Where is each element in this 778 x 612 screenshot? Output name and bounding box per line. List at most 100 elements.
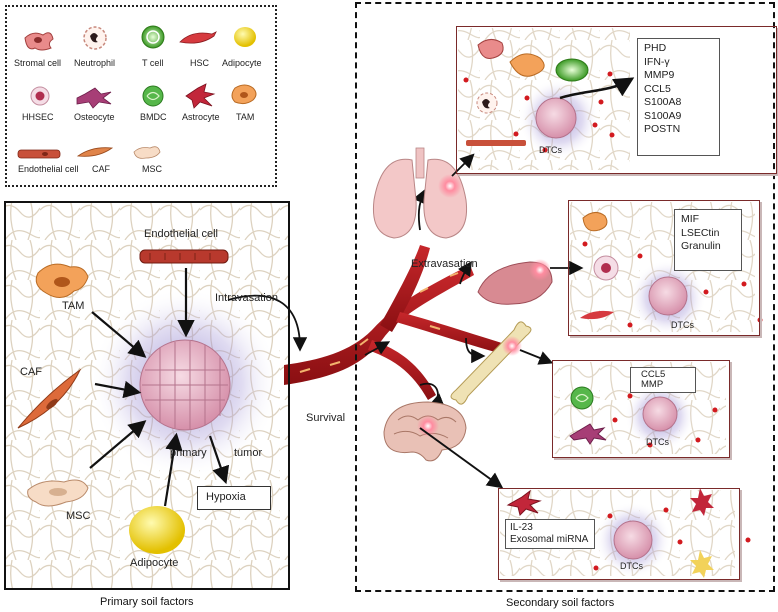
- msc-graphic: [27, 479, 89, 507]
- liver-factor: MIF: [681, 213, 700, 225]
- tam-icon: [231, 84, 257, 105]
- adipocyte-graphic: [129, 506, 185, 554]
- label-endothelial-cell: Endothelial cell: [144, 228, 218, 240]
- lung-factor-list: PHD IFN-γ MMP9 CCL5 S100A8 S100A9 POSTN: [637, 38, 720, 156]
- legend-label-hsc: HSC: [190, 58, 210, 68]
- brain-to-panel-arrow: [419, 427, 504, 489]
- liver-factor: LSECtin: [681, 226, 720, 239]
- label-adipocyte: Adipocyte: [130, 557, 179, 569]
- bone-dtc-cluster: [642, 396, 678, 432]
- legend-label-hhsec: HHSEC: [22, 112, 54, 122]
- legend-label-bmdc: BMDC: [140, 112, 167, 122]
- hhsec-icon: [30, 86, 50, 106]
- label-intravasation: Intravasation: [215, 292, 278, 304]
- primary-arrows: [89, 268, 230, 507]
- t-cell-icon: [141, 25, 165, 49]
- bone-factor-list: CCL5 MMP: [630, 367, 696, 393]
- label-survival: Survival: [306, 412, 346, 424]
- lung-factor-arrow: [559, 77, 635, 100]
- bone-dtc-label: DTCs: [646, 437, 669, 447]
- lung-factor: IFN-γ: [644, 55, 670, 68]
- primary-soil-box: [4, 201, 290, 590]
- liver-tam-cell: [582, 212, 608, 232]
- liver-hsc-cell: [580, 310, 614, 320]
- legend-label-stromal-cell: Stromal cell: [14, 58, 62, 68]
- legend-label-tam: TAM: [236, 112, 255, 122]
- label-primary: primary: [170, 447, 207, 459]
- lung-dtc-cluster: [535, 97, 577, 139]
- lung-factor: PHD: [644, 42, 667, 54]
- label-caf: CAF: [20, 366, 42, 378]
- legend-box: [5, 5, 277, 187]
- lungs-graphic: [372, 147, 468, 239]
- label-tam: TAM: [62, 300, 85, 312]
- liver-factor: Granulin: [681, 240, 721, 252]
- legend-label-endothelial-cell: Endothelial cell: [18, 164, 79, 174]
- legend-label-t-cell: T cell: [142, 58, 164, 68]
- secondary-soil-box: [355, 2, 775, 592]
- primary-caption: Primary soil factors: [100, 596, 194, 608]
- bmdc-icon: [142, 85, 164, 107]
- lung-factor: CCL5: [644, 82, 671, 95]
- legend-label-adipocyte: Adipocyte: [222, 58, 262, 68]
- legend-label-neutrophil: Neutrophil: [74, 58, 116, 68]
- hsc-icon: [179, 31, 217, 44]
- brain-astrocyte-cell: [506, 489, 542, 516]
- bone-graphic: [450, 321, 532, 405]
- bone-factor: CCL5: [641, 369, 666, 380]
- legend-label-osteocyte: Osteocyte: [74, 112, 115, 122]
- tam-graphic: [35, 263, 89, 298]
- label-msc: MSC: [66, 510, 91, 522]
- liver-dtc-cluster: [648, 276, 688, 316]
- caf-graphic: [17, 368, 82, 429]
- lung-factor: MMP9: [644, 69, 675, 81]
- lung-stromal-cell: [477, 39, 504, 59]
- legend-label-msc: MSC: [142, 164, 162, 174]
- label-tumor: tumor: [234, 447, 263, 459]
- bone-factor: MMP: [641, 378, 664, 390]
- legend-label-caf: CAF: [92, 164, 110, 174]
- bone-panel: [552, 360, 730, 458]
- msc-icon: [133, 146, 161, 159]
- liver-graphic: [477, 259, 553, 305]
- endothelial-cell-graphic: [139, 249, 229, 264]
- brain-dtc-label: DTCs: [620, 561, 643, 571]
- bone-osteocyte-cell: [569, 423, 607, 445]
- endothelial-cell-icon: [17, 149, 61, 159]
- liver-panel: [568, 200, 760, 336]
- brain-factor: Exosomal miRNA: [510, 534, 589, 545]
- legend-icons: [17, 25, 257, 159]
- stromal-cell-icon: [24, 32, 54, 51]
- lung-tam-cell: [509, 53, 545, 77]
- lung-endothelial-cell: [466, 140, 526, 146]
- osteocyte-icon: [76, 87, 112, 109]
- astrocyte-icon: [185, 83, 216, 109]
- hypoxia-box: Hypoxia: [197, 486, 271, 510]
- lung-bmdc-cell: [555, 58, 589, 82]
- liver-dtc-label: DTCs: [671, 320, 694, 330]
- label-extravasation: Extravasation: [411, 258, 478, 270]
- liver-factor-list: MIF LSECtin Granulin: [674, 209, 742, 271]
- lung-factor: S100A8: [644, 96, 682, 108]
- neutrophil-icon: [83, 26, 107, 50]
- legend-label-astrocyte: Astrocyte: [182, 112, 220, 122]
- brain-microglia-cell: [690, 550, 714, 578]
- brain-astrocyte-cell-2: [690, 488, 714, 516]
- brain-panel: [498, 488, 740, 580]
- lung-dtc-label: DTCs: [539, 145, 562, 155]
- brain-dtc-cluster: [613, 520, 653, 560]
- lung-factor: S100A9: [644, 109, 682, 122]
- brain-factor-list: IL-23 Exosomal miRNA: [505, 519, 595, 549]
- organ-to-panel-arrows: [451, 153, 584, 365]
- red-dots: [463, 71, 763, 571]
- lung-panel: [456, 26, 777, 174]
- primary-tumor-mass: [139, 339, 231, 431]
- brain-factor: IL-23: [510, 522, 533, 533]
- bone-bmdc-cell: [570, 386, 594, 410]
- lung-factor: POSTN: [644, 123, 681, 135]
- caf-icon: [76, 147, 114, 157]
- adipocyte-icon: [234, 27, 256, 47]
- blood-vessel: [284, 245, 505, 400]
- secondary-caption: Secondary soil factors: [506, 597, 615, 609]
